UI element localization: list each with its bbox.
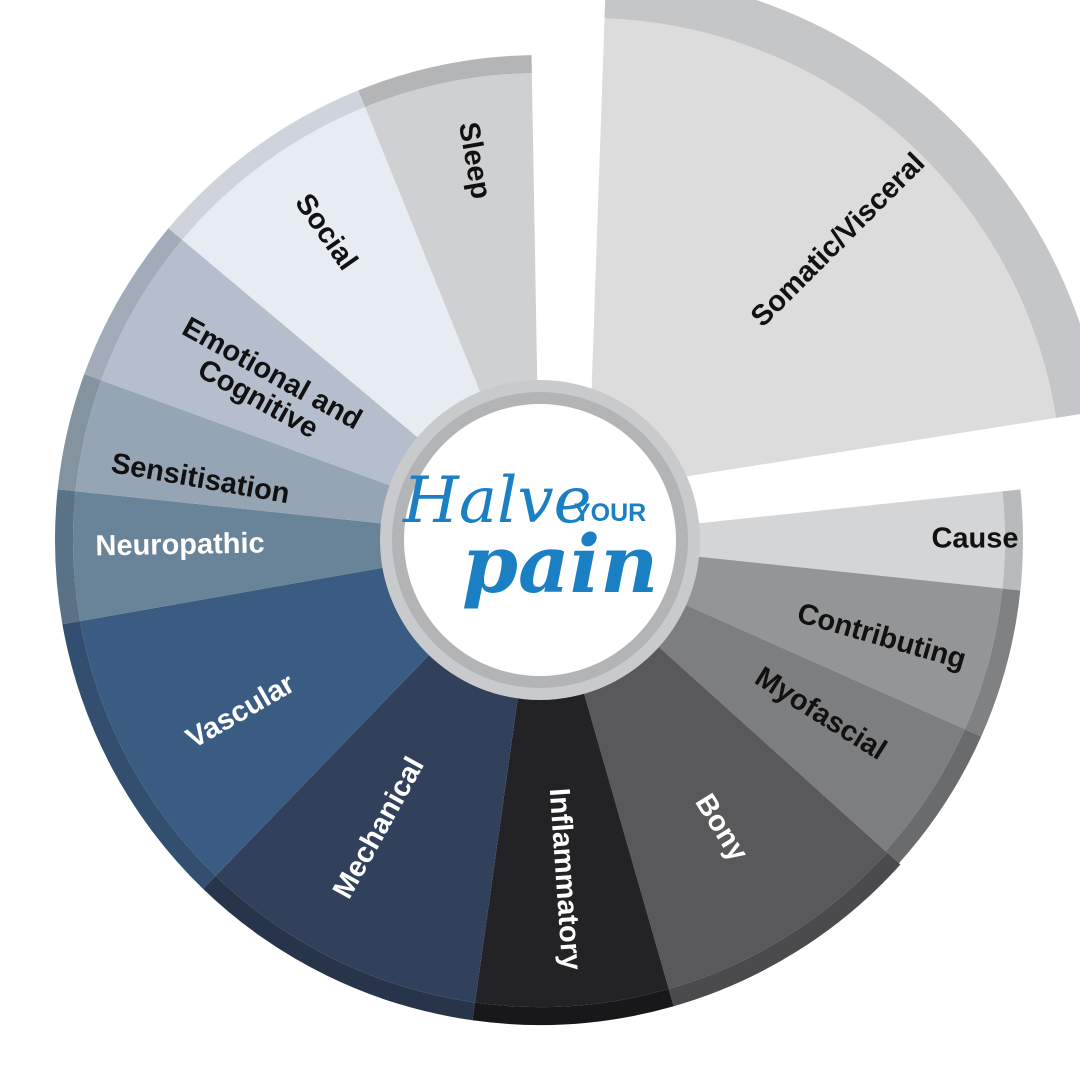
logo-pain-text: pain <box>462 517 658 611</box>
logo-halve-text: Halve <box>402 464 591 538</box>
segment-rim-myofascial <box>885 729 982 864</box>
segment-rim-cause <box>1002 489 1023 591</box>
segment-neuropathic <box>55 489 540 625</box>
segment-rim-contributing <box>964 588 1021 737</box>
segment-fill-neuropathic <box>72 491 540 622</box>
segment-rim-social <box>168 90 366 240</box>
segment-rim-neuropathic <box>55 489 81 625</box>
segment-label-neuropathic: Neuropathic <box>95 527 265 562</box>
logo-your-text: YOUR <box>574 499 646 527</box>
segment-cause <box>540 489 1023 591</box>
segment-label-cause: Cause <box>931 523 1018 555</box>
segment-rim-sleep <box>358 55 532 108</box>
segment-somatic-visceral <box>588 0 1080 492</box>
segment-inflammatory <box>472 540 674 1025</box>
segment-fill-cause <box>540 491 1005 589</box>
center-logo: Halve YOUR pain <box>380 380 700 700</box>
segment-rim-vascular <box>62 621 216 889</box>
segment-fill-somatic-visceral <box>588 18 1057 492</box>
segment-rim-inflammatory <box>472 988 674 1025</box>
segment-rim-bony <box>668 852 901 1007</box>
segment-rim-mechanical <box>203 875 476 1021</box>
segment-rim-somatic-visceral <box>604 0 1080 418</box>
segment-fill-inflammatory <box>475 540 669 1008</box>
segment-rim-emotional-cognitive <box>84 228 183 381</box>
segment-rim-sensitisation <box>57 374 102 492</box>
center-disc <box>404 404 676 676</box>
